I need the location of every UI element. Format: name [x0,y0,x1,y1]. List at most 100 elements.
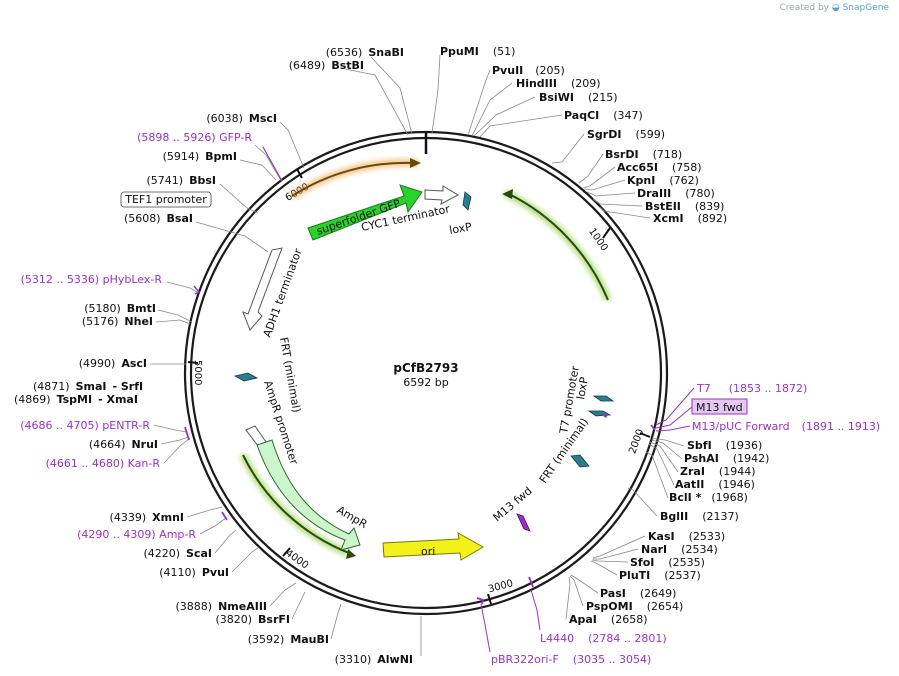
site-bpmi-name: BpmI [205,150,237,163]
site-srfi-name: - SrfI [112,380,143,393]
site-xmni: (4339)XmnI [110,511,184,524]
site-tspmi-name: TspMI [57,393,93,406]
site-bstbi-name: BstBI [331,59,364,72]
site-bstbi-pos: (6489) [289,59,326,72]
site-pspomi-name: PspOMI [586,600,633,613]
tick-6000 [296,168,303,179]
site-nari-pos: (2534) [681,543,718,556]
site-snabi-name: SnaBI [368,46,404,59]
site-xcmi: XcmI(892) [653,212,727,225]
tick-label-5000: 5000 [192,360,203,385]
site-bsiwi: BsiWI(215) [539,91,618,104]
site-scai-pos: (4220) [143,547,180,560]
leader-ppumi [431,54,441,134]
site-paqci-pos: (347) [613,109,643,122]
site-pvui: (4110)PvuI [159,566,229,579]
site-alwni: (3310) AlwNI [335,653,413,666]
adh1-terminator-label: ADH1 terminator [261,247,305,339]
orf-arc-top-arrowhead [410,158,421,168]
site-snabi-pos: (6536) [326,46,363,59]
site-pspomi: PspOMI(2654) [586,600,683,613]
leader-pspomi [569,575,584,607]
m13-fwd-box-label: M13 fwd [696,401,743,414]
site-scai: (4220)ScaI [143,547,212,560]
primer-t7-marker [650,424,656,431]
primer-pentr-r: (4686 .. 4705) pENTR-R [20,419,150,432]
site-sfoi: SfoI(2535) [630,556,705,569]
site-bsrfi-pos: (3820) [215,613,252,626]
tick-2000 [639,432,651,438]
leader-nari [593,548,639,560]
site-bpmi: (5914)BpmI [163,150,237,163]
site-maubi: (3592)MauBI [248,633,329,646]
orf-arc-bottom-arrowhead [346,549,356,559]
leader-pshai [651,439,683,460]
site-sbfi: SbfI(1936) [687,439,762,452]
primer-pbr322-pos: (3035 .. 3054) [573,653,652,666]
site-maubi-name: MauBI [290,633,329,646]
site-bsteii: BstEII(839) [645,200,724,213]
primer-gfp-r: (5898 .. 5926) GFP-R [137,131,252,144]
site-pluti: PluTI(2537) [619,569,701,582]
site-pasi-pos: (2649) [640,587,677,600]
site-bbsi-pos: (5741) [147,174,184,187]
tef1-promoter-box [120,191,212,208]
site-bmti: (5180)BmtI [84,302,156,315]
leader-kasi [592,535,646,559]
site-aatii: AatII(1946) [675,478,755,491]
site-alwni-name: AlwNI [377,653,413,666]
primer-kan-r: (4661 .. 4680) Kan-R [46,457,161,470]
site-bglii-pos: (2137) [702,510,739,523]
tef1-promoter-label: TEF1 promoter [124,193,207,206]
leader-bmti [157,309,193,323]
leader-bsiwi [473,96,536,137]
orf-arc-right [506,192,609,301]
site-pasi-name: PasI [600,587,626,600]
leader-bstbi [344,68,409,136]
site-snabi: (6536) SnaBI [326,46,404,59]
superfolder-gfp-arrow [307,184,423,241]
site-nhei-name: NheI [124,315,153,328]
site-bsrfi-name: BsrFI [258,613,290,626]
leader-bglii [627,487,658,517]
site-ppumi-name: PpuMI [440,45,479,58]
site-alwni-pos: (3310) [335,653,372,666]
leader-bsai [195,221,269,253]
primer-pbr322-marker [476,597,485,605]
site-msci-name: MscI [249,112,277,125]
site-nmeaiii: (3888) NmeAIII [176,600,268,613]
right-sites-leaders [565,437,685,620]
site-nmeaiii-pos: (3888) [176,600,213,613]
site-pluti-pos: (2537) [664,569,701,582]
top-sites [344,54,651,219]
leader-pvuii [467,69,491,136]
leader-kpni [583,179,626,191]
site-xcmi-pos: (892) [698,212,728,225]
site-bsteii-name: BstEII [645,200,681,213]
site-kpni: KpnI(762) [627,174,699,187]
site-kasi-name: KasI [648,530,675,543]
site-nmeaiii-name: NmeAIII [218,600,267,613]
site-pvui-pos: (4110) [159,566,196,579]
site-acc65i-pos: (758) [672,161,702,174]
loxp-right-label: loxP [574,376,591,401]
primer-t7: T7(1853 .. 1872) [696,382,807,395]
site-kasi-pos: (2533) [689,530,726,543]
leader-draiii [586,191,636,197]
site-bmti-name: BmtI [127,302,156,315]
site-aatii-name: AatII [675,478,704,491]
tick-label-2000: 2000 [627,428,646,456]
site-nhei-pos: (5176) [82,315,119,328]
site-zrai: ZraI(1944) [680,465,756,478]
site-kasi: KasI (2533) [648,530,725,543]
tick-label-4000: 4000 [283,548,310,572]
site-smai-pos: (4871) [33,380,70,393]
primer-l4440: L4440(2784 .. 2801) [540,632,667,645]
primer-amp-r: (4290 .. 4309) Amp-R [77,528,196,541]
leader-bbsi [219,183,259,214]
site-pasi: PasI (2649) [600,587,676,600]
site-paqci: PaqCI(347) [564,109,643,122]
site-asci: (4990)AscI [79,357,147,370]
site-xmni-pos: (4339) [110,511,147,524]
site-bstbi: (6489) BstBI [289,59,364,72]
